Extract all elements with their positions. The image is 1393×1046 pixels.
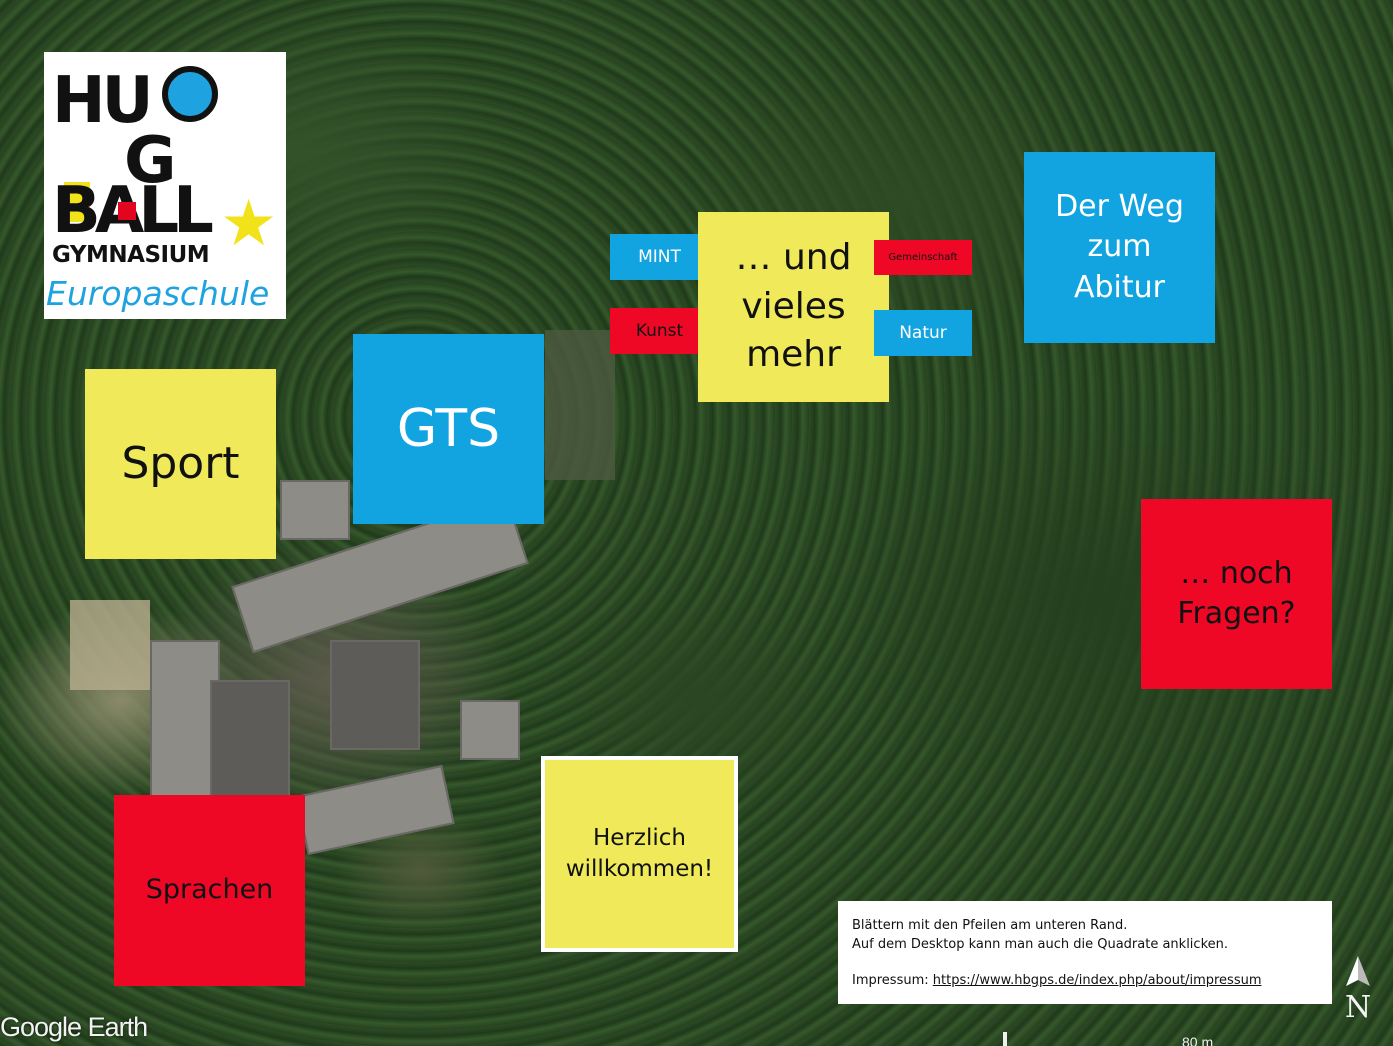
tile-willkommen-line2: willkommen! [565, 856, 714, 882]
star-icon: ★ [220, 187, 278, 261]
sports-field [70, 600, 150, 690]
info-line1: Blättern mit den Pfeilen am unteren Rand… [852, 918, 1128, 933]
tile-kunst-label: Kunst [635, 320, 684, 341]
north-label: N [1344, 990, 1372, 1025]
scale-bar [1003, 1032, 1007, 1046]
tile-gts-label: GTS [396, 398, 501, 459]
logo-europaschule: Europaschule [46, 274, 270, 313]
scale-label: 80 m [1182, 1034, 1214, 1046]
tile-vieles-mehr[interactable]: … und vieles mehr [698, 212, 889, 402]
tile-abitur-line1: Der Weg [1055, 188, 1184, 224]
tile-fragen-line2: Fragen? [1177, 596, 1296, 631]
tile-mint-label: MINT [638, 246, 681, 267]
google-earth-logo: Google Earth [0, 1012, 148, 1042]
tile-vieles-line1: … und [735, 237, 852, 279]
info-box: Blättern mit den Pfeilen am unteren Rand… [838, 901, 1332, 1004]
building-roof [460, 700, 520, 760]
impressum-line: Impressum: https://www.hbgps.de/index.ph… [852, 972, 1318, 991]
building-roof [150, 640, 220, 810]
tile-sprachen[interactable]: Sprachen [114, 795, 305, 986]
tile-fragen[interactable]: … noch Fragen? [1141, 499, 1332, 689]
tile-sport[interactable]: Sport [85, 369, 276, 559]
logo-gymnasium: GYMNASIUM [52, 242, 210, 268]
logo-red-block [118, 202, 136, 220]
tile-mint[interactable]: MINT [610, 234, 709, 280]
logo-circle [162, 66, 218, 122]
info-line2: Auf dem Desktop kann man auch die Quadra… [852, 936, 1228, 952]
tile-willkommen-line1: Herzlich [593, 824, 686, 851]
tile-gemeinschaft[interactable]: Gemeinschaft [874, 240, 972, 275]
tile-abitur-line3: Abitur [1073, 269, 1165, 305]
tile-natur-label: Natur [899, 322, 947, 343]
building-roof [330, 640, 420, 750]
tile-abitur[interactable]: Der Weg zum Abitur [1024, 152, 1215, 343]
tile-gts[interactable]: GTS [353, 334, 544, 524]
tile-sport-label: Sport [121, 437, 240, 489]
tile-vieles-line2: vieles [741, 285, 846, 327]
building-roof [295, 765, 455, 855]
tile-sprachen-label: Sprachen [145, 874, 274, 906]
path [545, 330, 615, 480]
logo-letters-g: G [124, 124, 176, 198]
impressum-label: Impressum: [852, 973, 933, 988]
tile-kunst[interactable]: Kunst [610, 308, 709, 354]
north-arrow-icon: N [1340, 952, 1376, 1032]
tile-gemeinschaft-label: Gemeinschaft [888, 251, 958, 263]
tile-abitur-line2: zum [1087, 229, 1152, 265]
tile-vieles-line3: mehr [746, 334, 841, 376]
tile-willkommen[interactable]: Herzlich willkommen! [541, 756, 738, 952]
logo-letters-hu: HU [52, 64, 154, 138]
building-roof [210, 680, 290, 810]
logo-yellow-block [64, 182, 90, 222]
school-logo: HU G BALL ★ GYMNASIUM Europaschule [44, 52, 286, 319]
building-roof [280, 480, 350, 540]
tile-natur[interactable]: Natur [874, 310, 972, 356]
tile-fragen-line1: … noch [1180, 555, 1293, 591]
impressum-link[interactable]: https://www.hbgps.de/index.php/about/imp… [932, 973, 1262, 988]
